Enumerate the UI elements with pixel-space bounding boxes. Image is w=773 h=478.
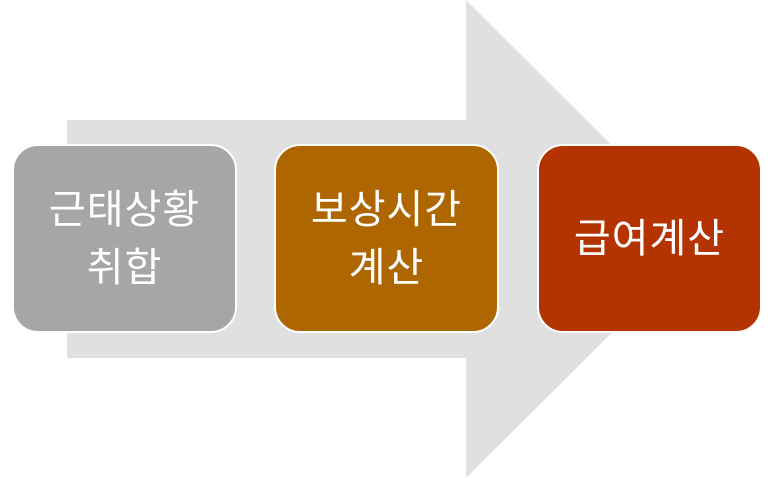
step-payroll-calculation-label: 급여계산 [574, 210, 725, 268]
step-compensation-time-calculation: 보상시간 계산 [274, 144, 499, 333]
step-payroll-calculation-line1: 급여계산 [573, 215, 726, 262]
step-compensation-time-calculation-line2: 계산 [348, 244, 425, 291]
step-compensation-time-calculation-line1: 보상시간 [310, 186, 463, 233]
step-attendance-collection-label: 근태상황 취합 [49, 181, 200, 297]
step-compensation-time-calculation-label: 보상시간 계산 [311, 181, 462, 297]
step-attendance-collection-line1: 근태상황 [48, 186, 201, 233]
step-attendance-collection-line2: 취합 [86, 244, 163, 291]
step-payroll-calculation: 급여계산 [537, 144, 762, 333]
step-attendance-collection: 근태상황 취합 [12, 144, 237, 333]
